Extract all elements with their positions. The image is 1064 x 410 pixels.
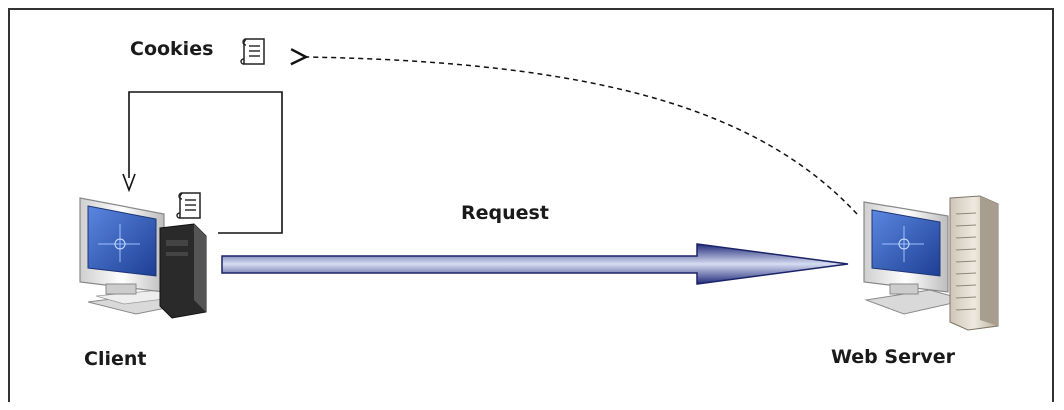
client-cookie-icon — [176, 192, 201, 219]
client-cookie-loop — [122, 91, 283, 234]
server-tower-icon — [863, 195, 999, 331]
diagram-frame — [8, 8, 1054, 402]
web-server-label: Web Server — [831, 346, 955, 368]
request-label: Request — [461, 202, 549, 224]
client-label: Client — [84, 348, 147, 370]
scroll-document-icon — [240, 38, 265, 65]
cookie-return-arrow — [290, 48, 858, 215]
desktop-computer-icon — [79, 197, 207, 319]
cookies-label: Cookies — [130, 38, 214, 60]
request-arrow — [221, 243, 849, 285]
